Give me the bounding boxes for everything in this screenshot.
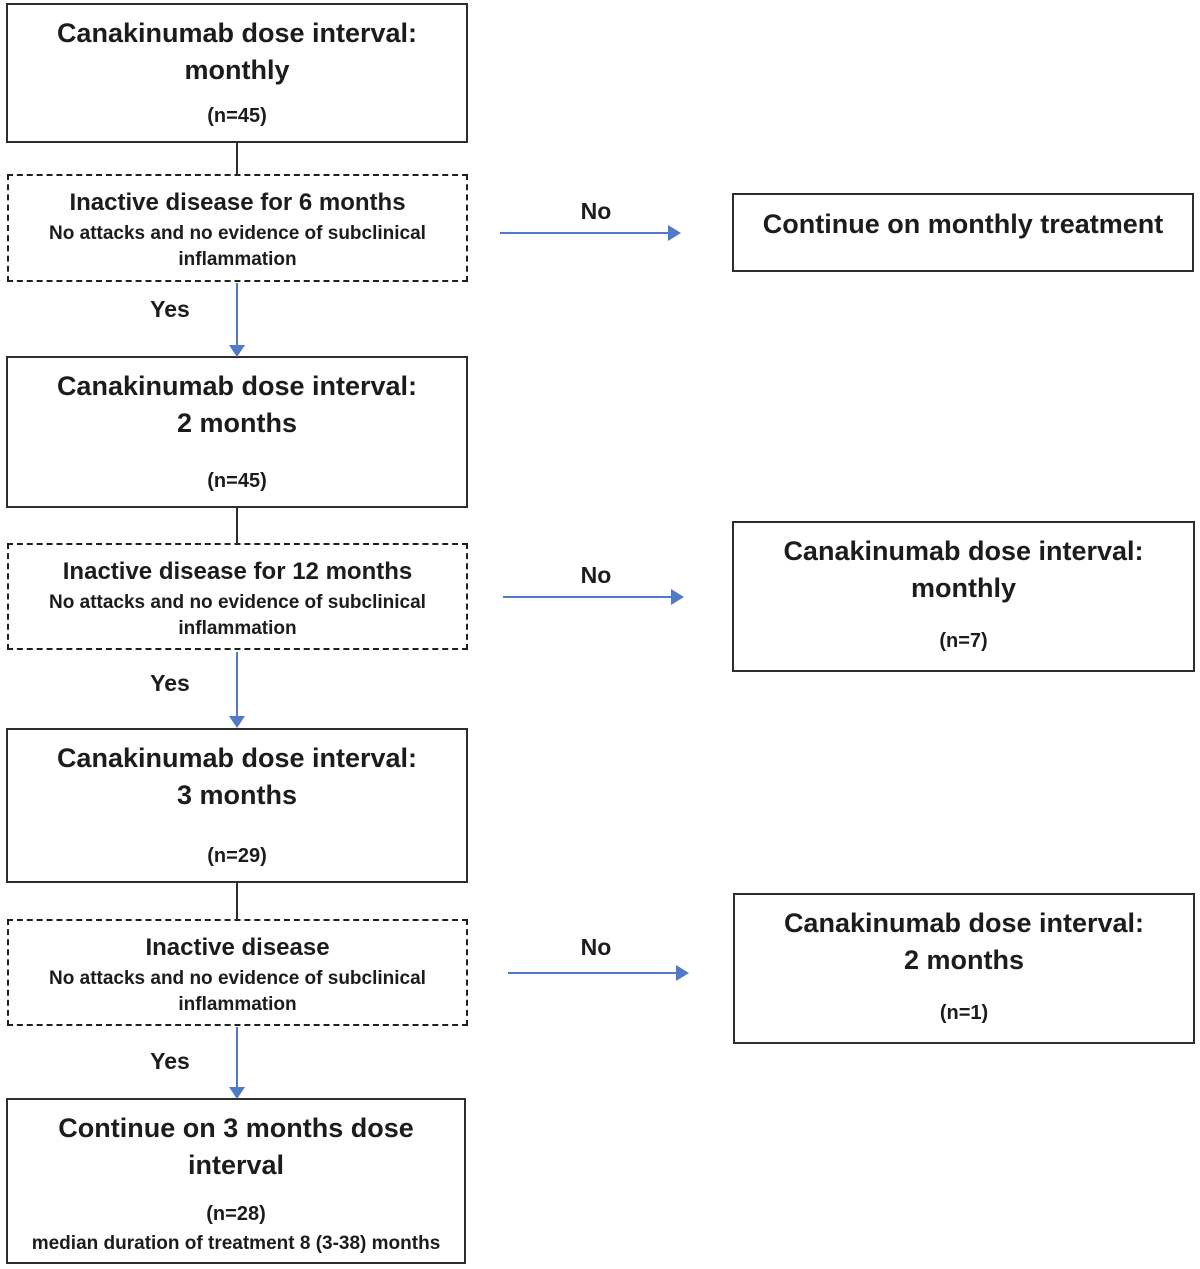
box-title-line: 2 months [903, 945, 1024, 975]
box-title-line: 3 months [176, 780, 297, 810]
decision-title: Inactive disease for 12 months [62, 558, 413, 585]
box-title-line: Canakinumab dose interval: [56, 743, 418, 773]
no-label: No [580, 198, 612, 224]
process-box-continue-3-months: Continue on 3 months dose interval (n=28… [6, 1098, 466, 1264]
box-title-line: monthly [184, 55, 290, 85]
box-title-line: monthly [911, 573, 1016, 603]
box-title-line: Canakinumab dose interval: [56, 371, 418, 401]
n-count: (n=45) [207, 105, 267, 127]
n-count: (n=29) [207, 845, 267, 867]
box-title-line: Canakinumab dose interval: [783, 536, 1144, 566]
box-title-line: Canakinumab dose interval: [783, 908, 1145, 938]
box-title-line: interval [187, 1150, 285, 1180]
n-count: (n=45) [207, 470, 267, 492]
outcome-box-continue-monthly: Continue on monthly treatment [732, 193, 1194, 272]
decision-box-inactive-12-months: Inactive disease for 12 months No attack… [7, 543, 468, 650]
no-arrow-line [500, 232, 668, 234]
box-title-line: Continue on monthly treatment [762, 209, 1164, 239]
decision-subtitle: No attacks and no evidence of subclinica… [49, 592, 426, 639]
median-duration-note: median duration of treatment 8 (3-38) mo… [31, 1233, 441, 1254]
box-title-line: 2 months [176, 408, 297, 438]
yes-arrow-head-icon [229, 345, 245, 357]
n-count: (n=28) [206, 1203, 266, 1225]
connector-line [236, 141, 238, 175]
connector-line [236, 881, 238, 920]
n-count: (n=1) [939, 1002, 989, 1024]
no-arrow-line [508, 972, 676, 974]
no-arrow-head-icon [668, 225, 681, 241]
decision-box-inactive-6-months: Inactive disease for 6 months No attacks… [7, 174, 468, 282]
outcome-box-dose-monthly: Canakinumab dose interval: monthly (n=7) [732, 521, 1195, 672]
process-box-dose-monthly: Canakinumab dose interval: monthly (n=45… [6, 3, 468, 143]
no-label: No [580, 562, 612, 588]
box-title-line: Continue on 3 months dose [58, 1113, 414, 1143]
yes-arrow-head-icon [229, 1087, 245, 1099]
yes-arrow-line [236, 652, 238, 716]
n-count: (n=7) [939, 630, 988, 652]
yes-arrow-line [236, 283, 238, 345]
process-box-dose-3-months: Canakinumab dose interval: 3 months (n=2… [6, 728, 468, 883]
outcome-box-dose-2-months: Canakinumab dose interval: 2 months (n=1… [733, 893, 1195, 1044]
yes-arrow-head-icon [229, 716, 245, 728]
decision-box-inactive-disease: Inactive disease No attacks and no evide… [7, 919, 468, 1026]
no-arrow-line [503, 596, 671, 598]
yes-label: Yes [150, 296, 190, 322]
box-title-line: Canakinumab dose interval: [56, 18, 418, 48]
no-arrow-head-icon [671, 589, 684, 605]
decision-subtitle: No attacks and no evidence of subclinica… [49, 223, 426, 270]
yes-arrow-line [236, 1027, 238, 1087]
connector-line [236, 506, 238, 544]
decision-title: Inactive disease [145, 934, 330, 961]
no-arrow-head-icon [676, 965, 689, 981]
process-box-dose-2-months: Canakinumab dose interval: 2 months (n=4… [6, 356, 468, 508]
yes-label: Yes [150, 1048, 190, 1074]
no-label: No [580, 934, 612, 960]
decision-title: Inactive disease for 6 months [69, 189, 406, 216]
yes-label: Yes [150, 670, 190, 696]
decision-subtitle: No attacks and no evidence of subclinica… [49, 968, 426, 1015]
